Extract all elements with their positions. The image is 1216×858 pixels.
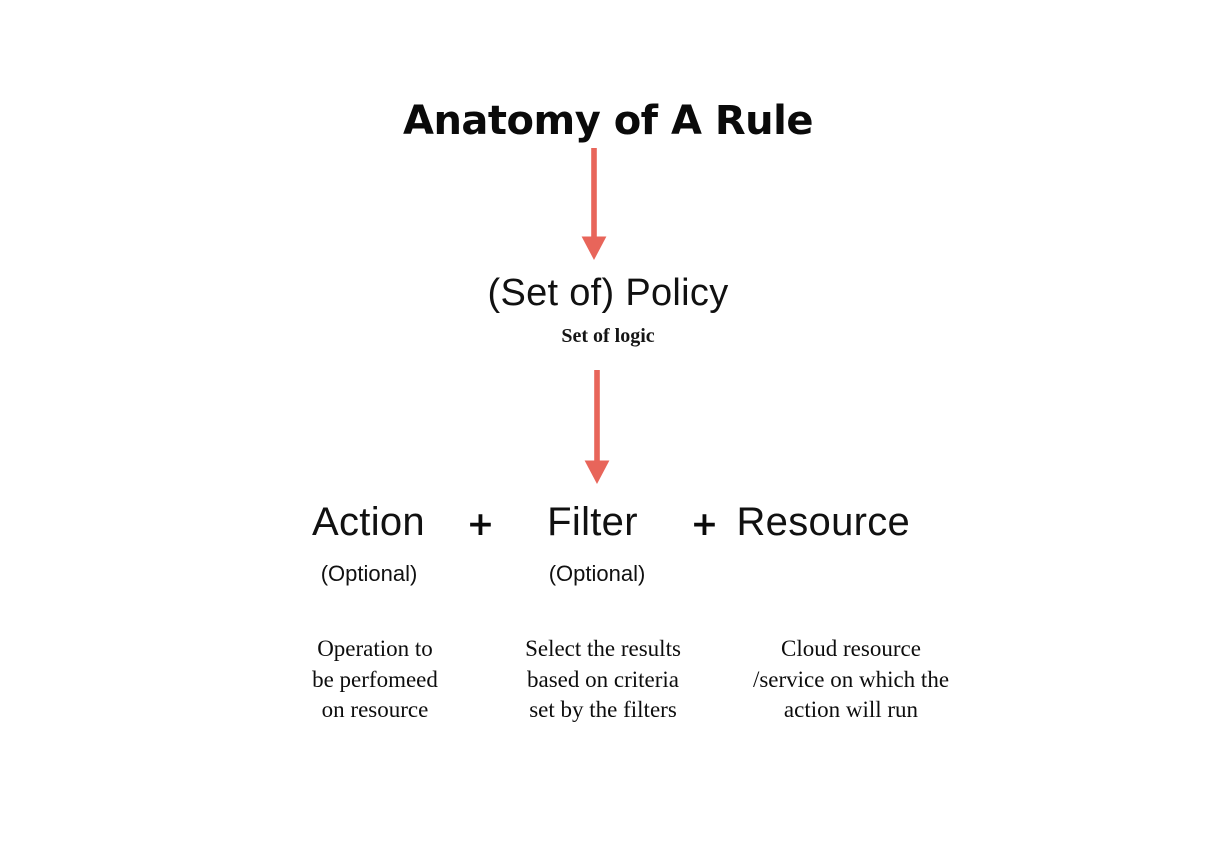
description-action-line-3: on resource — [321, 697, 429, 722]
plus-operator-2: + — [690, 504, 719, 543]
description-action-line-1: Operation to — [317, 636, 433, 661]
component-term-resource: Resource — [736, 500, 911, 544]
component-term-action: Action — [312, 500, 425, 544]
optional-tag-action: (Optional) — [320, 561, 418, 586]
policy-label: (Set of) Policy — [487, 272, 729, 314]
description-resource-line-1: Cloud resource — [781, 636, 921, 661]
policy-subtitle: Set of logic — [561, 325, 655, 347]
arrow-down-icon-2 — [584, 370, 610, 484]
arrow-down-icon-1 — [581, 148, 607, 260]
plus-operator-1: + — [466, 504, 495, 543]
description-resource-line-2: /service on which the — [752, 666, 950, 692]
description-action: Operation to be perfomeed on resource — [245, 634, 505, 726]
component-term-filter: Filter — [547, 500, 638, 544]
optional-tag-filter: (Optional) — [548, 561, 646, 586]
description-resource-line-3: action will run — [783, 697, 919, 722]
description-filter-line-1: Select the results — [525, 636, 681, 661]
components-row: Action + Filter + Resource — [0, 502, 1216, 558]
description-filter-line-3: set by the filters — [529, 697, 677, 722]
description-action-line-2: be perfomeed — [312, 666, 438, 692]
page-title: Anatomy of A Rule — [402, 98, 814, 144]
description-resource: Cloud resource /service on which the act… — [721, 634, 981, 726]
component-descriptions: Operation to be perfomeed on resource Se… — [0, 634, 1216, 744]
description-filter-line-2: based on criteria — [527, 666, 679, 692]
description-filter: Select the results based on criteria set… — [473, 634, 733, 726]
